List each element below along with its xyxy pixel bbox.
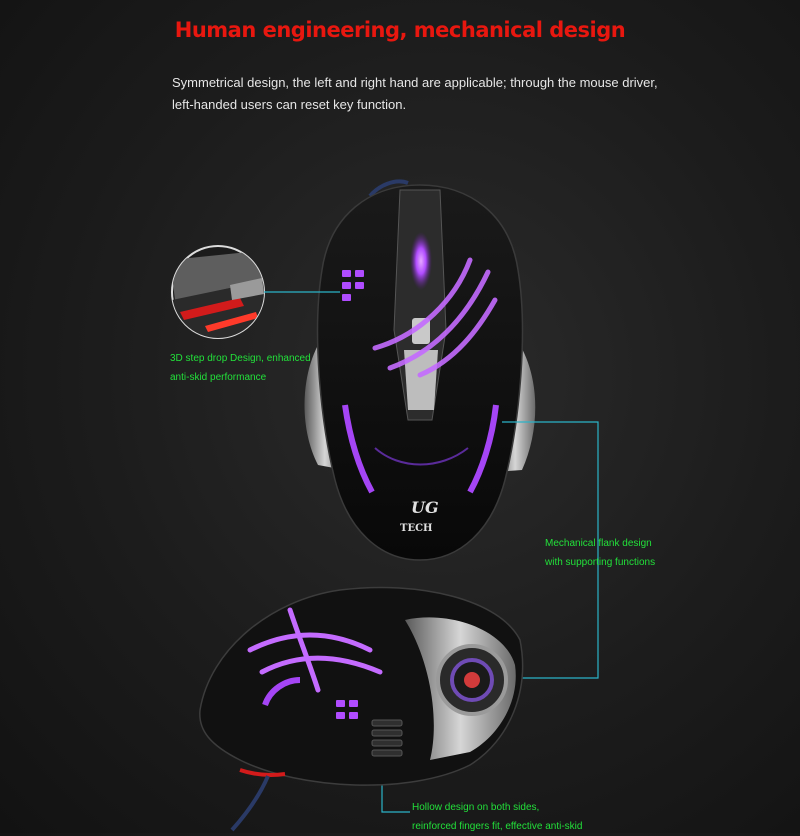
lower-glow-line: [374, 447, 469, 466]
hollow-vents: [371, 719, 403, 757]
callout-step-drop-line1: 3D step drop Design, enhanced: [170, 353, 311, 364]
callout-hollow-line2: reinforced fingers fit, effective anti-s…: [412, 821, 583, 832]
logo-ug: UG: [411, 498, 439, 517]
cable-top: [368, 179, 409, 198]
side-claw-marks: [247, 607, 383, 693]
intro-line-2: left-handed users can reset key function…: [172, 97, 407, 112]
side-buttons-bottom: [336, 700, 358, 719]
callout-flank-line1: Mechanical flank design: [545, 538, 652, 549]
callout-hollow: Hollow design on both sides, reinforced …: [412, 798, 582, 836]
spine-silver-plate: [404, 350, 438, 410]
claw-marks: [372, 257, 498, 378]
page-title: Human engineering, mechanical design: [174, 18, 626, 42]
leader-flank: [502, 421, 599, 679]
callout-flank-line2: with supporting functions: [545, 557, 656, 568]
mouse-top-view: [304, 184, 536, 561]
callout-hollow-line1: Hollow design on both sides,: [412, 802, 540, 813]
callout-step-drop-line2: anti-skid performance: [170, 372, 267, 383]
logo-tech: TECH: [400, 523, 432, 534]
right-glow-channel: [467, 404, 499, 494]
side-red-glow: [239, 768, 286, 777]
left-glow-channel: [342, 404, 375, 494]
callout-flank: Mechanical flank design with supporting …: [545, 534, 655, 572]
cable-bottom: [230, 775, 270, 832]
side-buttons-left: [342, 270, 364, 301]
scroll-wheel: [410, 232, 432, 290]
mouse-side-view: [199, 586, 524, 832]
intro-text: Symmetrical design, the left and right h…: [172, 72, 692, 116]
callout-step-drop: 3D step drop Design, enhanced anti-skid …: [170, 349, 311, 387]
zoom-detail: [171, 245, 265, 339]
intro-line-1: Symmetrical design, the left and right h…: [172, 75, 658, 90]
side-glow-strip: [262, 677, 301, 707]
